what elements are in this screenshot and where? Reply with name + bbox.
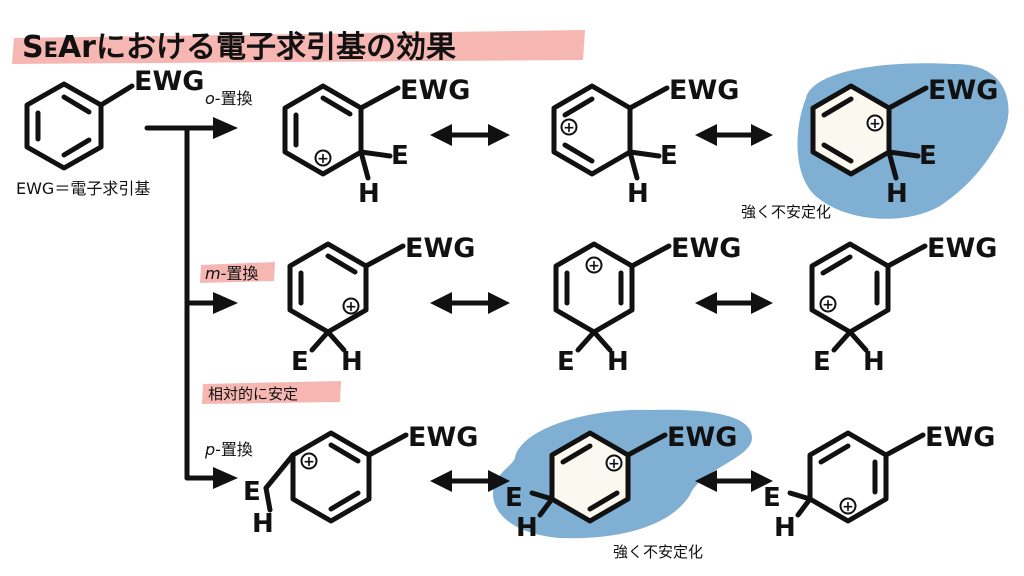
svg-text:+: +	[822, 297, 834, 313]
meta-structure-3: EWG E H +	[809, 233, 997, 377]
meta-highlight	[200, 262, 275, 283]
svg-text:H: H	[516, 513, 538, 543]
svg-text:E: E	[813, 347, 831, 377]
plus-charge	[342, 297, 360, 315]
svg-text:EWG: EWG	[671, 233, 741, 264]
svg-text:EWG: EWG	[669, 75, 739, 106]
svg-text:H: H	[774, 513, 796, 543]
svg-text:E: E	[557, 347, 575, 377]
plus-charge	[819, 295, 837, 313]
ortho-structure-2: EWG E H +	[551, 75, 739, 209]
svg-text:H: H	[252, 509, 274, 539]
svg-text:E: E	[243, 477, 261, 507]
svg-text:EWG: EWG	[400, 75, 470, 106]
meta-structure-1: EWG E H +	[287, 233, 475, 377]
title-highlight	[12, 30, 585, 64]
meta-structure-2: EWG E H +	[553, 233, 741, 377]
svg-text:H: H	[358, 179, 380, 209]
plus-charge	[585, 256, 603, 274]
svg-text:+: +	[303, 454, 315, 470]
svg-text:EWG: EWG	[928, 75, 998, 106]
svg-text:H: H	[341, 347, 363, 377]
svg-text:H: H	[607, 347, 629, 377]
para-structure-3: EWG E H +	[763, 422, 995, 543]
ortho-label: o-置換	[205, 89, 253, 108]
title-block: SEArにおける電子求引基の効果	[12, 30, 585, 65]
svg-text:E: E	[763, 483, 781, 513]
svg-text:H: H	[863, 347, 885, 377]
plus-charge	[605, 454, 623, 472]
ortho-structure-1: EWG E H +	[282, 75, 470, 209]
plus-charge	[560, 118, 578, 136]
svg-text:EWG: EWG	[667, 422, 737, 453]
page-title: SEArにおける電子求引基の効果	[22, 30, 456, 65]
plus-charge	[839, 497, 857, 515]
ortho-unstable-note: 強く不安定化	[741, 203, 831, 221]
resonance-arrows	[430, 124, 773, 492]
stable-note: 相対的に安定	[208, 385, 298, 403]
svg-text:+: +	[563, 120, 575, 136]
para-unstable-note: 強く不安定化	[613, 543, 703, 561]
svg-text:+: +	[608, 456, 620, 472]
svg-text:EWG: EWG	[408, 422, 478, 453]
para-label: p-置換	[204, 440, 253, 459]
svg-text:E: E	[291, 347, 309, 377]
svg-text:+: +	[588, 258, 600, 274]
svg-text:E: E	[919, 141, 937, 171]
svg-text:E: E	[505, 483, 523, 513]
benzene-ewg: EWG	[24, 66, 204, 171]
meta-label: m-置換	[205, 264, 258, 283]
para-structure-2: EWG E H +	[505, 422, 737, 543]
plus-charge	[300, 452, 318, 470]
svg-text:H: H	[627, 179, 649, 209]
plus-charge	[866, 114, 884, 132]
svg-text:+: +	[345, 299, 357, 315]
para-structure-1: EWG E H +	[243, 422, 478, 539]
ewg-label: EWG	[134, 66, 204, 97]
ortho-structure-3: EWG E H +	[810, 75, 998, 209]
svg-text:+: +	[869, 116, 881, 132]
svg-text:E: E	[660, 141, 678, 171]
svg-text:EWG: EWG	[405, 233, 475, 264]
svg-text:+: +	[317, 151, 329, 167]
stable-highlight	[202, 381, 341, 404]
svg-text:EWG: EWG	[925, 422, 995, 453]
branch-arrows	[144, 117, 238, 489]
plus-charge	[314, 149, 332, 167]
svg-text:+: +	[842, 499, 854, 515]
ewg-definition: EWG＝電子求引基	[16, 179, 150, 198]
svg-text:H: H	[886, 179, 908, 209]
svg-text:EWG: EWG	[927, 233, 997, 264]
svg-text:E: E	[391, 141, 409, 171]
